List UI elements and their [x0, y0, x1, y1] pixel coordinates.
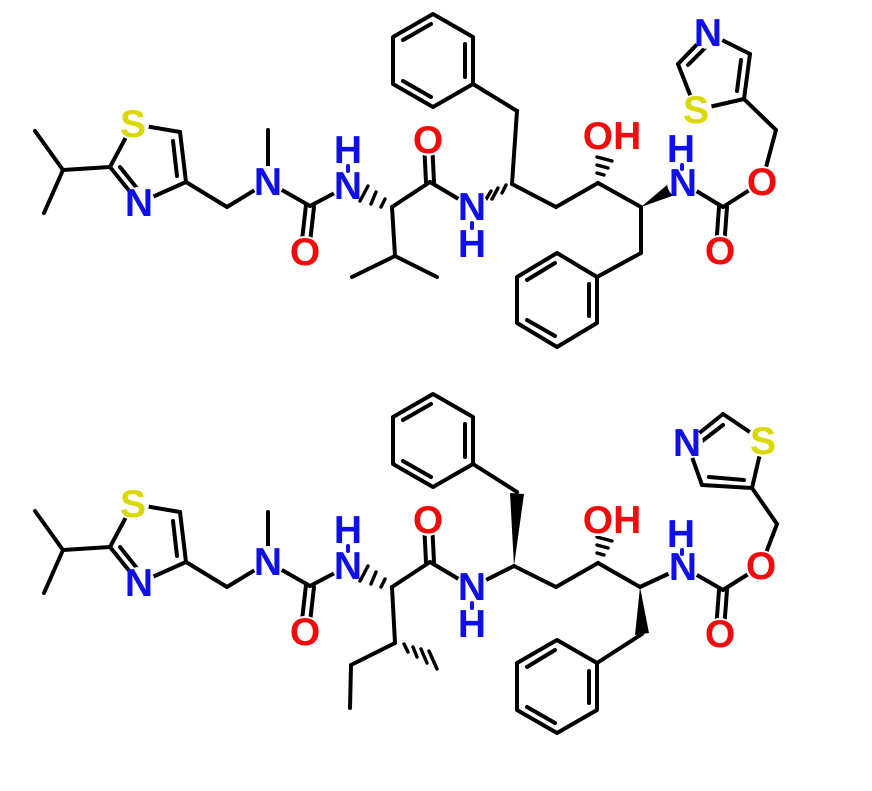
benzene-ring — [391, 12, 475, 109]
oxygen-atom-label: O — [290, 611, 320, 654]
label-mask-layer — [117, 425, 779, 650]
hydroxyl-label: OH — [583, 499, 642, 542]
label-mask-layer — [117, 17, 778, 268]
benzene-ring — [391, 392, 475, 489]
nitrogen-atom-label: N — [125, 182, 153, 225]
hash-wedge-urea — [358, 564, 387, 589]
oxygen-atom-label: O — [705, 613, 735, 656]
benzyl-group-lower — [515, 632, 644, 735]
sulfur-atom-label: S — [120, 483, 146, 526]
sulfur-atom-label: S — [683, 89, 709, 132]
nitrogen-atom-label: N — [694, 12, 722, 55]
benzyl-group-lower — [515, 205, 643, 349]
atom-label-layer: S N N O H N O N H OH H N N S O O — [120, 420, 776, 656]
nitrogen-atom-label: N — [334, 545, 362, 588]
nitrogen-atom-label: N — [254, 161, 282, 204]
isoleucine-sidechain — [348, 585, 439, 710]
nitrogen-atom-label: N — [254, 541, 282, 584]
bold-wedge-benzyl-upper — [510, 493, 524, 566]
nitrogen-atom-label: N — [669, 546, 697, 589]
oxygen-atom-label: O — [413, 119, 443, 162]
isopropyl-group — [33, 509, 112, 595]
oxygen-atom-label: O — [746, 545, 776, 588]
sulfur-atom-label: S — [750, 420, 776, 463]
thiazole-ring-right — [685, 412, 765, 490]
backbone-chain — [510, 181, 643, 209]
benzene-ring — [515, 638, 599, 735]
nitrogen-atom-label: N — [125, 562, 153, 605]
benzyl-group-upper — [391, 392, 519, 494]
hydroxyl-hash-wedge — [595, 155, 614, 177]
nitrogen-atom-label: N — [334, 165, 362, 208]
nitrogen-atom-label: N — [673, 422, 701, 465]
benzene-ring — [515, 251, 599, 349]
sulfur-atom-label: S — [120, 103, 146, 146]
oxygen-atom-label: O — [705, 230, 735, 273]
methylamine-linker — [184, 510, 312, 589]
bond-layer — [33, 392, 779, 735]
hydroxyl-label: OH — [583, 115, 642, 158]
oxygen-atom-label: O — [413, 499, 443, 542]
benzyl-group-upper — [391, 12, 519, 186]
isopropyl-group — [33, 129, 112, 215]
molecule-top: S N N O H N O N H OH H N N S O O — [33, 12, 778, 349]
molecule-bottom: S N N O H N O N H OH H N N S O O — [33, 392, 779, 735]
amide-group — [390, 520, 516, 589]
nitrogen-atom-label: N — [669, 162, 697, 205]
hydrogen-atom-label: H — [458, 223, 486, 266]
hydrogen-atom-label: H — [458, 603, 486, 646]
bond-layer — [33, 12, 778, 349]
atom-label-layer: S N N O H N O N H OH H N N S O O — [120, 12, 777, 274]
hash-wedge-urea — [358, 184, 387, 209]
oxygen-atom-label: O — [290, 231, 320, 274]
hash-wedge-methyl — [402, 642, 439, 671]
methylamine-linker — [184, 128, 312, 209]
hydroxyl-hash-wedge — [595, 535, 614, 557]
bold-wedge-benzyl-lower — [635, 587, 649, 635]
oxygen-atom-label: O — [747, 161, 777, 204]
valine-sidechain — [350, 205, 439, 279]
backbone-chain — [512, 561, 685, 589]
